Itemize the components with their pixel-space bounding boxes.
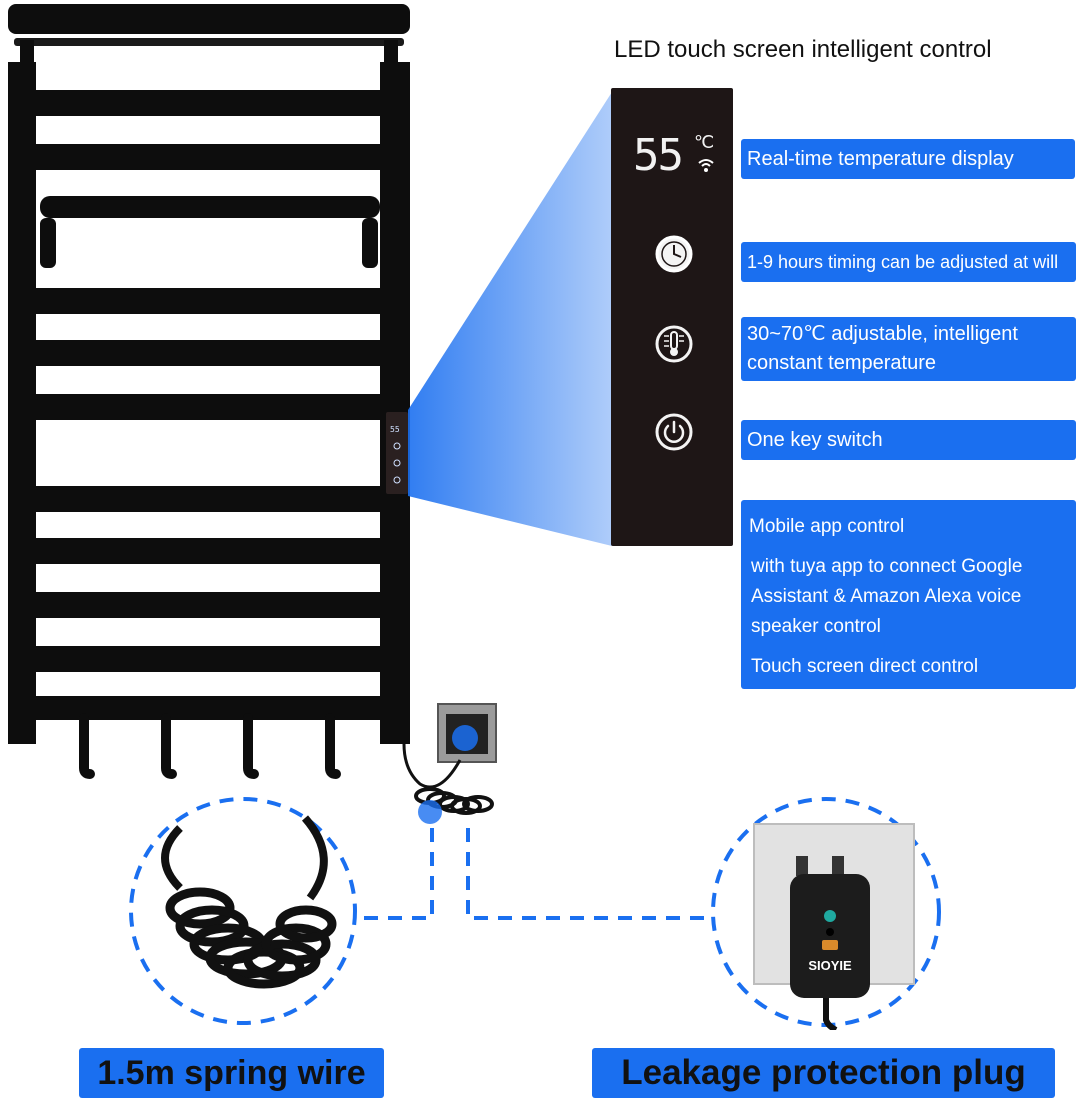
- top-shelf: [8, 4, 410, 34]
- power-icon[interactable]: [654, 412, 694, 452]
- feature-one-key-switch: One key switch: [741, 420, 1076, 460]
- leakage-plug-image: SIOYIE: [753, 823, 915, 1030]
- hook-bar: [36, 696, 380, 720]
- indicator-light: [824, 910, 836, 922]
- thermometer-icon[interactable]: [654, 324, 694, 364]
- svg-text:55: 55: [390, 425, 400, 434]
- cord-highlight: [418, 800, 442, 824]
- mini-control-panel: [386, 412, 408, 494]
- app-control-heading: Mobile app control: [749, 516, 905, 537]
- control-panel: [611, 88, 733, 546]
- app-control-voice-text: with tuya app to connect Google Assistan…: [751, 556, 1023, 637]
- socket-and-cord: [402, 703, 497, 824]
- spring-wire-image: [161, 815, 337, 989]
- towel-rail-illustration: 55: [8, 4, 410, 779]
- app-control-box: Mobile app control with tuya app to conn…: [741, 500, 1076, 689]
- feature-timing: 1-9 hours timing can be adjusted at will: [741, 242, 1076, 282]
- heating-bars: [36, 90, 380, 672]
- shelf-rail: [14, 38, 404, 46]
- wifi-icon: [698, 159, 714, 172]
- plug-brand-label: SIOYIE: [808, 958, 852, 973]
- hooks: [79, 713, 341, 779]
- app-control-touch-text: Touch screen direct control: [751, 656, 979, 677]
- left-frame: [8, 62, 36, 744]
- right-frame: [380, 62, 410, 744]
- feature-temperature-display: Real-time temperature display: [741, 139, 1075, 179]
- temperature-unit: ℃: [694, 132, 715, 152]
- leakage-plug-label: Leakage protection plug: [592, 1048, 1055, 1098]
- clock-icon[interactable]: [654, 234, 694, 274]
- feature-constant-temperature: 30~70℃ adjustable, intelligent constant …: [741, 317, 1076, 381]
- test-button: [822, 940, 838, 950]
- temperature-readout: 55: [633, 130, 684, 181]
- spring-wire-label: 1.5m spring wire: [79, 1048, 384, 1098]
- zoom-beam: [408, 92, 612, 546]
- towel-bar: [40, 196, 380, 218]
- section-title: LED touch screen intelligent control: [614, 36, 992, 63]
